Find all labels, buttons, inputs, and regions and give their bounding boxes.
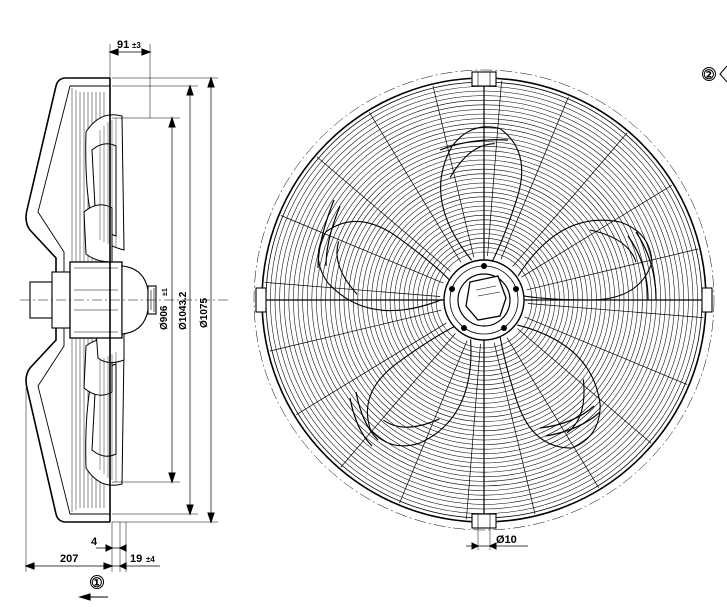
airflow-marker: ① <box>91 575 103 590</box>
rotation-marker: ② <box>703 67 715 82</box>
guard-spoke <box>524 316 688 385</box>
guard-spoke <box>316 156 451 272</box>
dim-guard-outer-value: Ø1075 <box>199 298 210 328</box>
guard-spoke <box>280 215 444 284</box>
hub-bolts <box>449 263 519 331</box>
dim-top-tol: ±3 <box>132 41 141 50</box>
airflow-marker-circle <box>90 575 104 589</box>
guard-spoke <box>340 333 456 468</box>
guard-spoke <box>493 342 536 515</box>
front-view <box>253 65 727 550</box>
guard-spoke <box>512 132 628 267</box>
dim-top-value: 91 <box>117 39 129 51</box>
guard-rim-dashed <box>253 69 715 531</box>
guard-spoke <box>466 343 481 520</box>
side-view <box>20 44 228 601</box>
guard-spoke <box>487 80 502 257</box>
mounting-brackets <box>255 71 713 529</box>
dim-small-value: 4 <box>91 536 98 548</box>
hole-dim-value: Ø10 <box>496 534 517 546</box>
blade-slots <box>317 139 657 447</box>
guard-spoke <box>506 337 599 488</box>
dim-ring-value: Ø906 <box>159 305 170 330</box>
rotation-arrow <box>719 65 727 83</box>
guard-spoke <box>526 248 699 291</box>
guard-spoke <box>369 112 462 263</box>
guard-spoke <box>269 309 442 352</box>
dim-guard-mid-value: Ø1043.2 <box>178 291 189 330</box>
dim-bottom-value: 19 <box>130 553 142 565</box>
terminal-box <box>465 275 507 321</box>
dim-bottom-tol: ±4 <box>146 555 155 564</box>
dim-width-value: 207 <box>60 553 78 565</box>
guard-spoke <box>500 96 569 260</box>
dim-ring-tol: ±1 <box>162 288 169 296</box>
guard-spoke <box>527 303 704 318</box>
guard-spoke <box>296 322 447 415</box>
blade-hatching <box>99 118 117 482</box>
rotation-marker-circle <box>702 67 716 81</box>
hub-inner <box>457 273 511 327</box>
